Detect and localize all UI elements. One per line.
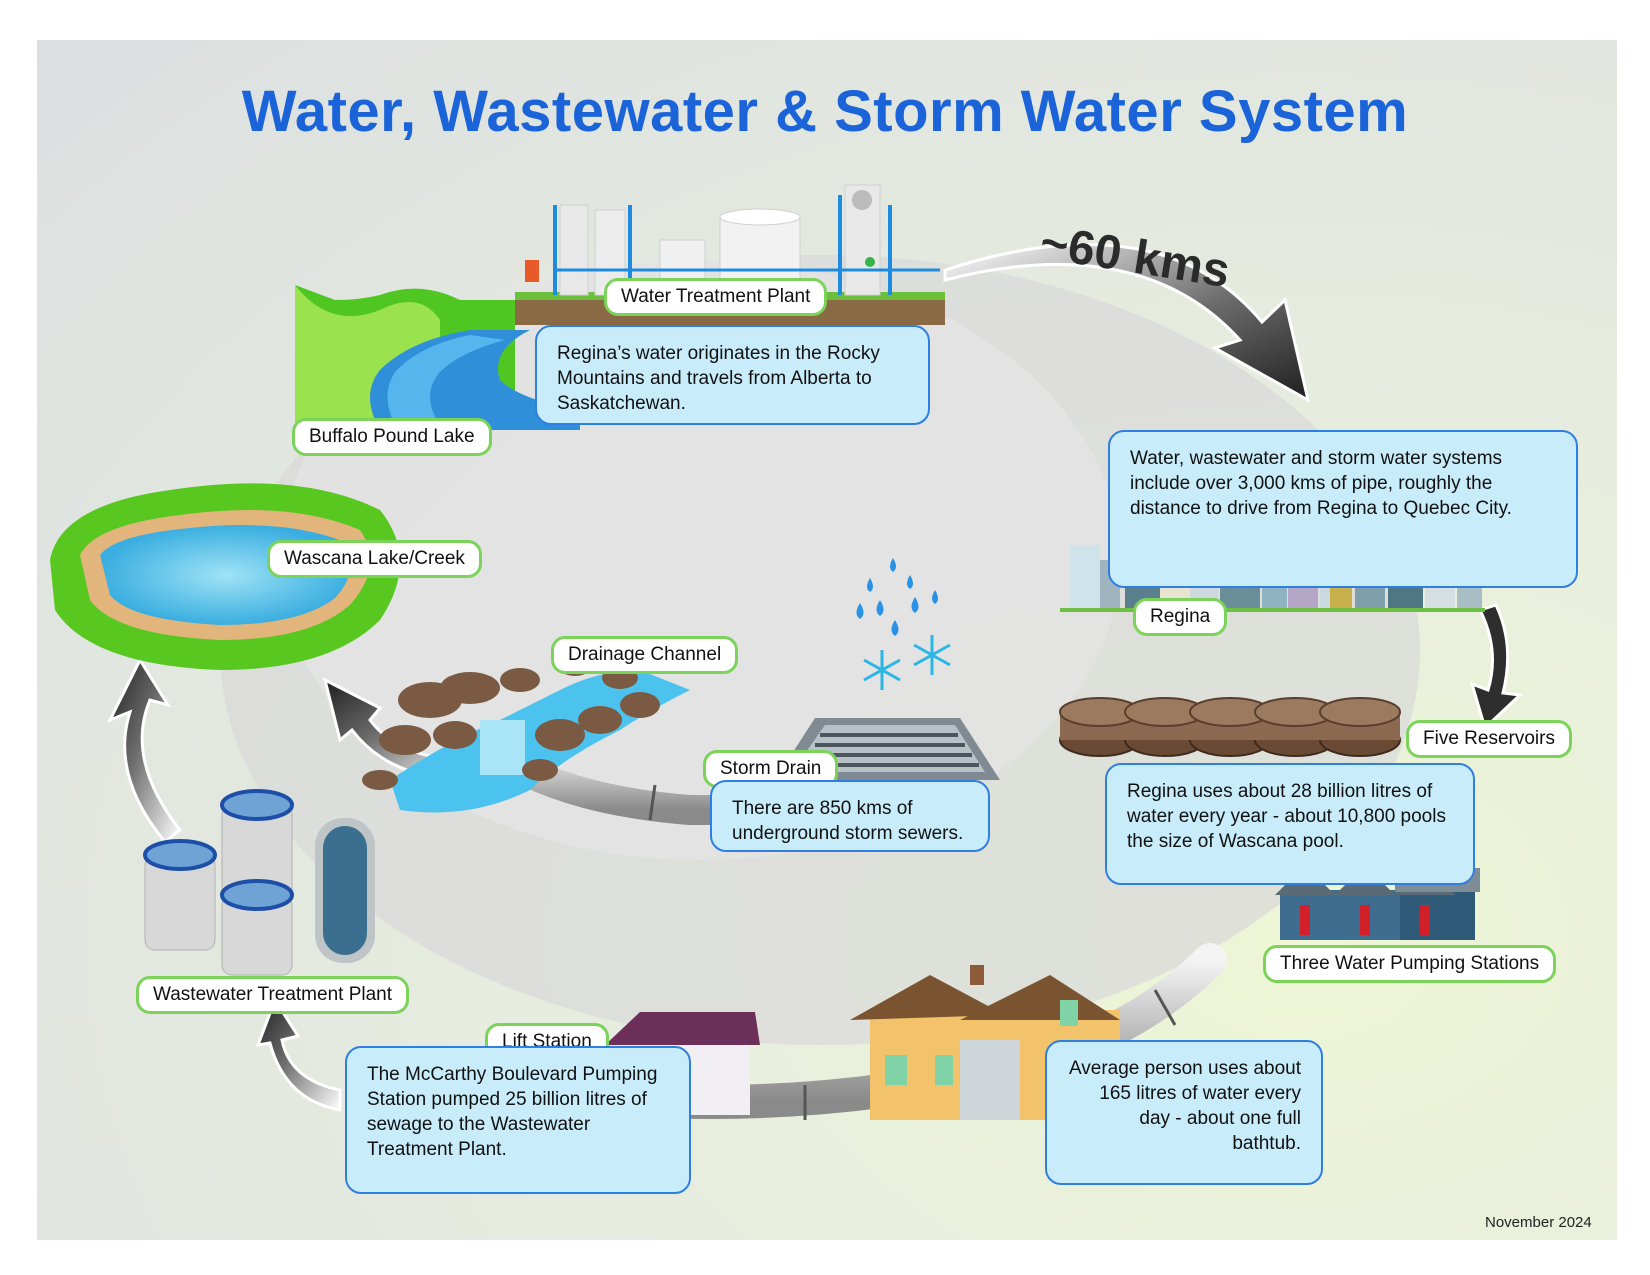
drainage-channel-icon: [362, 654, 690, 813]
rain-drops-icon: [856, 558, 938, 636]
arrow-to-reservoirs: [1469, 603, 1524, 731]
info-pipe-length: Water, wastewater and storm water system…: [1108, 430, 1578, 588]
label-water-treatment-plant: Water Treatment Plant: [604, 278, 828, 316]
info-yearly-use: Regina uses about 28 billion litres of w…: [1105, 763, 1475, 885]
page-title: Water, Wastewater & Storm Water System: [241, 79, 1409, 144]
five-reservoirs-icon: [1059, 697, 1401, 757]
label-wastewater-treatment-plant: Wastewater Treatment Plant: [136, 976, 410, 1014]
info-daily-use: Average person uses about 165 litres of …: [1045, 1040, 1323, 1185]
arrow-to-regina: [943, 243, 1311, 403]
wastewater-plant-icon: [143, 789, 375, 976]
arrow-lift-to-wwtp: [255, 996, 342, 1112]
label-five-reservoirs: Five Reservoirs: [1406, 720, 1572, 758]
snowflake-icon: [863, 635, 951, 690]
info-storm-sewers: There are 850 kms of underground storm s…: [710, 780, 990, 852]
label-buffalo-pound-lake: Buffalo Pound Lake: [292, 418, 492, 456]
buffalo-pound-lake-icon: [295, 285, 580, 430]
info-rocky-mountains: Regina’s water originates in the Rocky M…: [535, 325, 930, 425]
info-mccarthy: The McCarthy Boulevard Pumping Station p…: [345, 1046, 691, 1194]
storm-drain-grate-icon: [775, 718, 1000, 780]
label-wascana-lake: Wascana Lake/Creek: [267, 540, 482, 578]
label-three-pumping-stations: Three Water Pumping Stations: [1263, 945, 1557, 983]
date-label: November 2024: [1485, 1214, 1592, 1231]
arrow-wwtp-to-wascana: [106, 656, 183, 845]
label-regina: Regina: [1133, 598, 1228, 636]
label-drainage-channel: Drainage Channel: [551, 636, 739, 674]
